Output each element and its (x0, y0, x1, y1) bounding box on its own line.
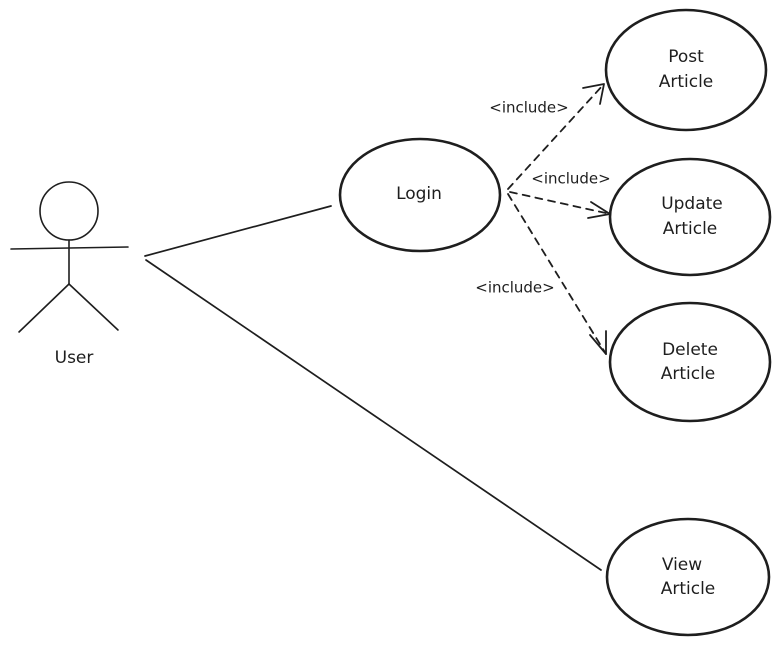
actor-label: User (55, 348, 94, 368)
use-case-delete-article-ellipse (608, 301, 772, 423)
actor-user[interactable]: User (10, 181, 129, 368)
use-case-view-article-label-line-1: View (662, 555, 702, 575)
include-update-label: <include> (531, 170, 610, 188)
use-case-login[interactable]: Login (338, 137, 502, 253)
use-case-update-article[interactable]: Update Article (608, 157, 772, 277)
include-update-article (509, 191, 611, 219)
include-post-label: <include> (489, 99, 568, 117)
use-case-post-article-label-line-1: Post (668, 47, 704, 67)
use-case-delete-article-label-line-2: Article (661, 364, 716, 384)
actor-right-leg (68, 283, 119, 331)
use-case-login-ellipse (338, 137, 502, 253)
actor-left-leg (18, 283, 70, 333)
include-delete-arrowhead (589, 330, 607, 355)
use-case-view-article-label-line-2: Article (661, 579, 716, 599)
use-case-post-article[interactable]: Post Article (604, 8, 768, 132)
include-delete-line (507, 193, 607, 355)
include-post-article (507, 83, 605, 190)
include-post-arrowhead (582, 83, 605, 105)
use-case-login-label: Login (396, 184, 442, 204)
use-case-post-article-label-line-2: Article (659, 72, 714, 92)
use-case-delete-article[interactable]: Delete Article (608, 301, 772, 423)
use-case-update-article-ellipse (608, 157, 772, 277)
use-case-view-article-ellipse (605, 517, 771, 637)
use-case-view-article[interactable]: View Article (605, 517, 771, 637)
use-case-post-article-ellipse (604, 8, 768, 132)
include-post-line (507, 83, 605, 190)
include-update-line (509, 191, 611, 215)
association-user-login (144, 205, 332, 257)
use-case-update-article-label-line-1: Update (661, 194, 723, 214)
association-user-view-article (145, 259, 602, 571)
use-case-update-article-label-line-2: Article (663, 219, 718, 239)
include-delete-label: <include> (475, 279, 554, 297)
include-delete-article (507, 193, 607, 355)
actor-head (39, 181, 99, 241)
use-case-delete-article-label-line-1: Delete (662, 340, 718, 360)
